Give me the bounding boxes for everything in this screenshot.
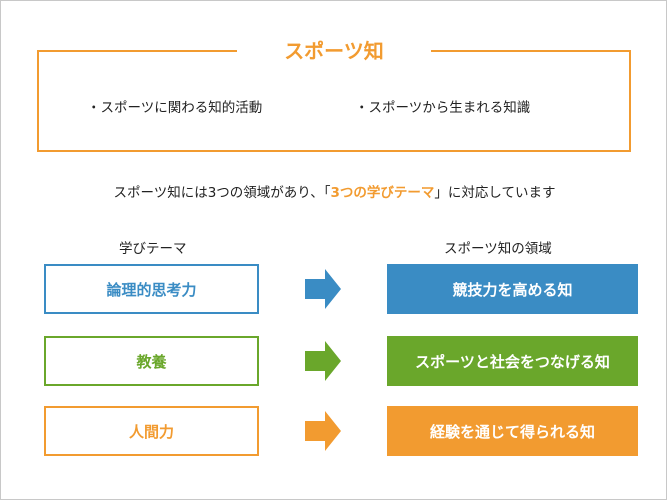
column-header-themes: 学びテーマ (119, 241, 187, 257)
domain-box-competitive-knowledge: 競技力を高める知 (387, 264, 638, 314)
domain-box-experiential-knowledge: 経験を通じて得られる知 (387, 406, 638, 456)
definition-item-activity: ・スポーツに関わる知的活動 (87, 100, 263, 116)
arrow-right-icon (305, 341, 341, 381)
arrow-right-icon (305, 411, 341, 451)
column-header-domains: スポーツ知の領域 (444, 241, 552, 257)
theme-box-human-skills: 人間力 (44, 406, 259, 456)
theme-box-logical-thinking: 論理的思考力 (44, 264, 259, 314)
summary-highlight: 3つの学びテーマ (330, 185, 435, 201)
domain-box-social-knowledge: スポーツと社会をつなげる知 (387, 336, 638, 386)
definition-item-knowledge: ・スポーツから生まれる知識 (355, 100, 531, 116)
arrow-right-icon (305, 269, 341, 309)
summary-text: スポーツ知には3つの領域があり、「3つの学びテーマ」に対応しています (1, 181, 667, 201)
page-title: スポーツ知 (237, 37, 431, 65)
theme-box-liberal-arts: 教養 (44, 336, 259, 386)
summary-before: スポーツ知には3つの領域があり、「 (113, 185, 331, 201)
summary-after: 」に対応しています (434, 185, 556, 201)
